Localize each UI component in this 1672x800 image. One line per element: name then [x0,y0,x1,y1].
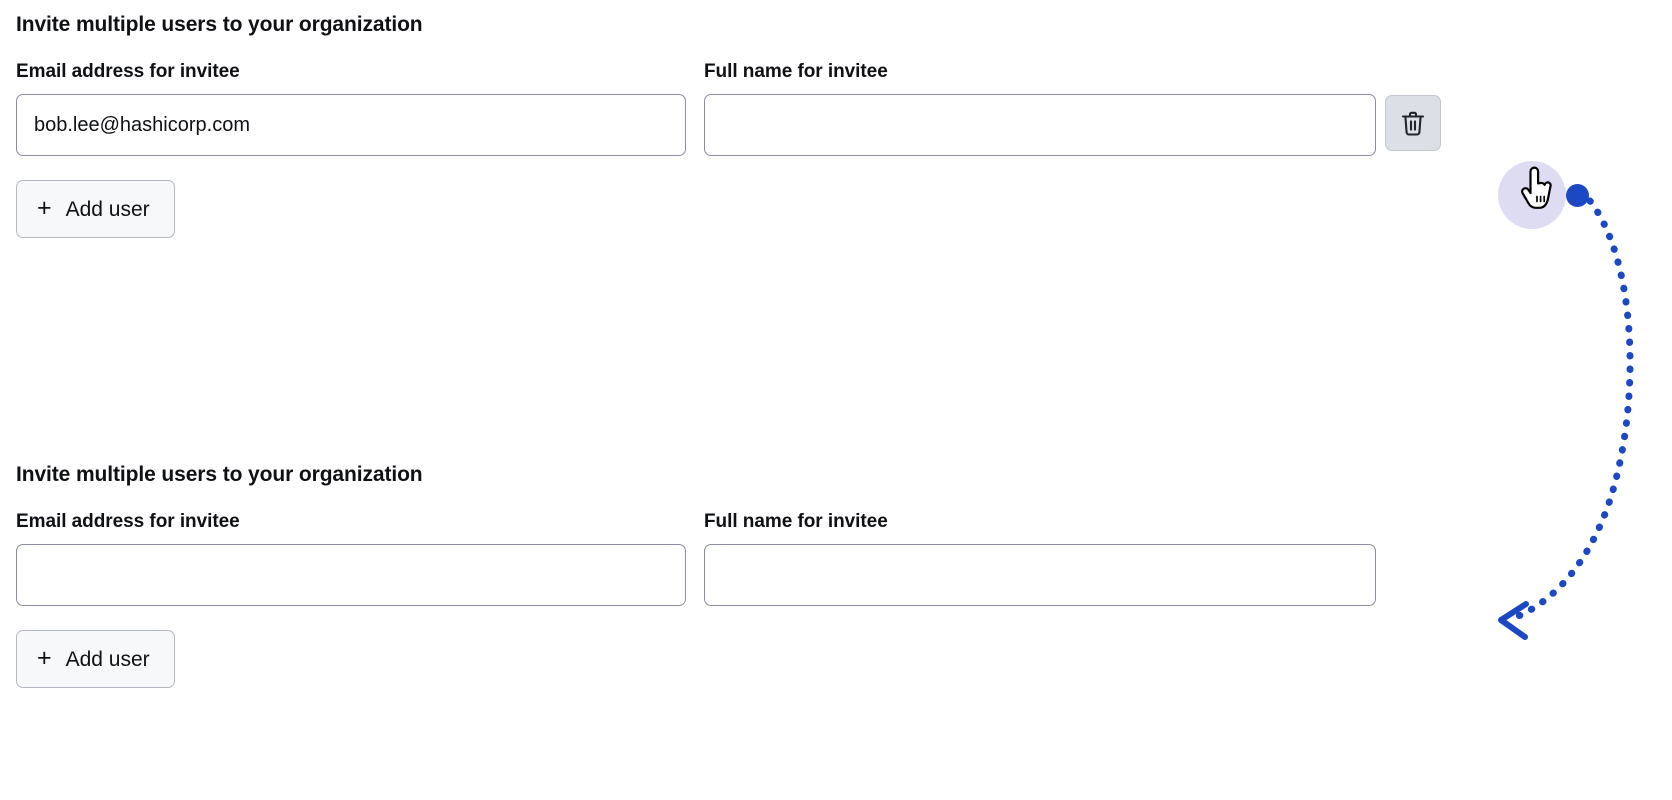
add-user-button[interactable]: + Add user [16,180,175,238]
fullname-field-label: Full name for invitee [704,61,888,82]
add-user-button-2[interactable]: + Add user [16,630,175,688]
fullname-field-group: Full name for invitee [704,60,1376,156]
email-field-label: Email address for invitee [16,61,240,82]
add-user-label: Add user [65,197,150,221]
email-field-group-2: Email address for invitee [16,510,686,606]
fullname-input[interactable] [704,94,1376,156]
invitee-row-1: Email address for invitee Full name for … [16,60,1536,156]
plus-icon-2: + [37,643,52,672]
fullname-field-group-2: Full name for invitee [704,510,1376,606]
email-input[interactable] [16,94,686,156]
fullname-input-2[interactable] [704,544,1376,606]
click-origin-dot [1566,184,1589,207]
page-title-secondary: Invite multiple users to your organizati… [16,463,423,486]
email-field-group: Email address for invitee [16,60,686,156]
hand-pointer-cursor-icon [1520,166,1554,212]
email-input-2[interactable] [16,544,686,606]
page-title: Invite multiple users to your organizati… [16,13,423,36]
invite-section-2: Invite multiple users to your organizati… [16,462,1536,688]
invite-section-1: Invite multiple users to your organizati… [16,12,1536,238]
plus-icon: + [37,193,52,222]
remove-invitee-button[interactable] [1385,95,1441,151]
email-field-label-2: Email address for invitee [16,511,240,532]
invitee-row-2: Email address for invitee Full name for … [16,510,1536,606]
trash-icon [1400,109,1426,137]
fullname-field-label-2: Full name for invitee [704,511,888,532]
add-user-label-2: Add user [65,647,150,671]
